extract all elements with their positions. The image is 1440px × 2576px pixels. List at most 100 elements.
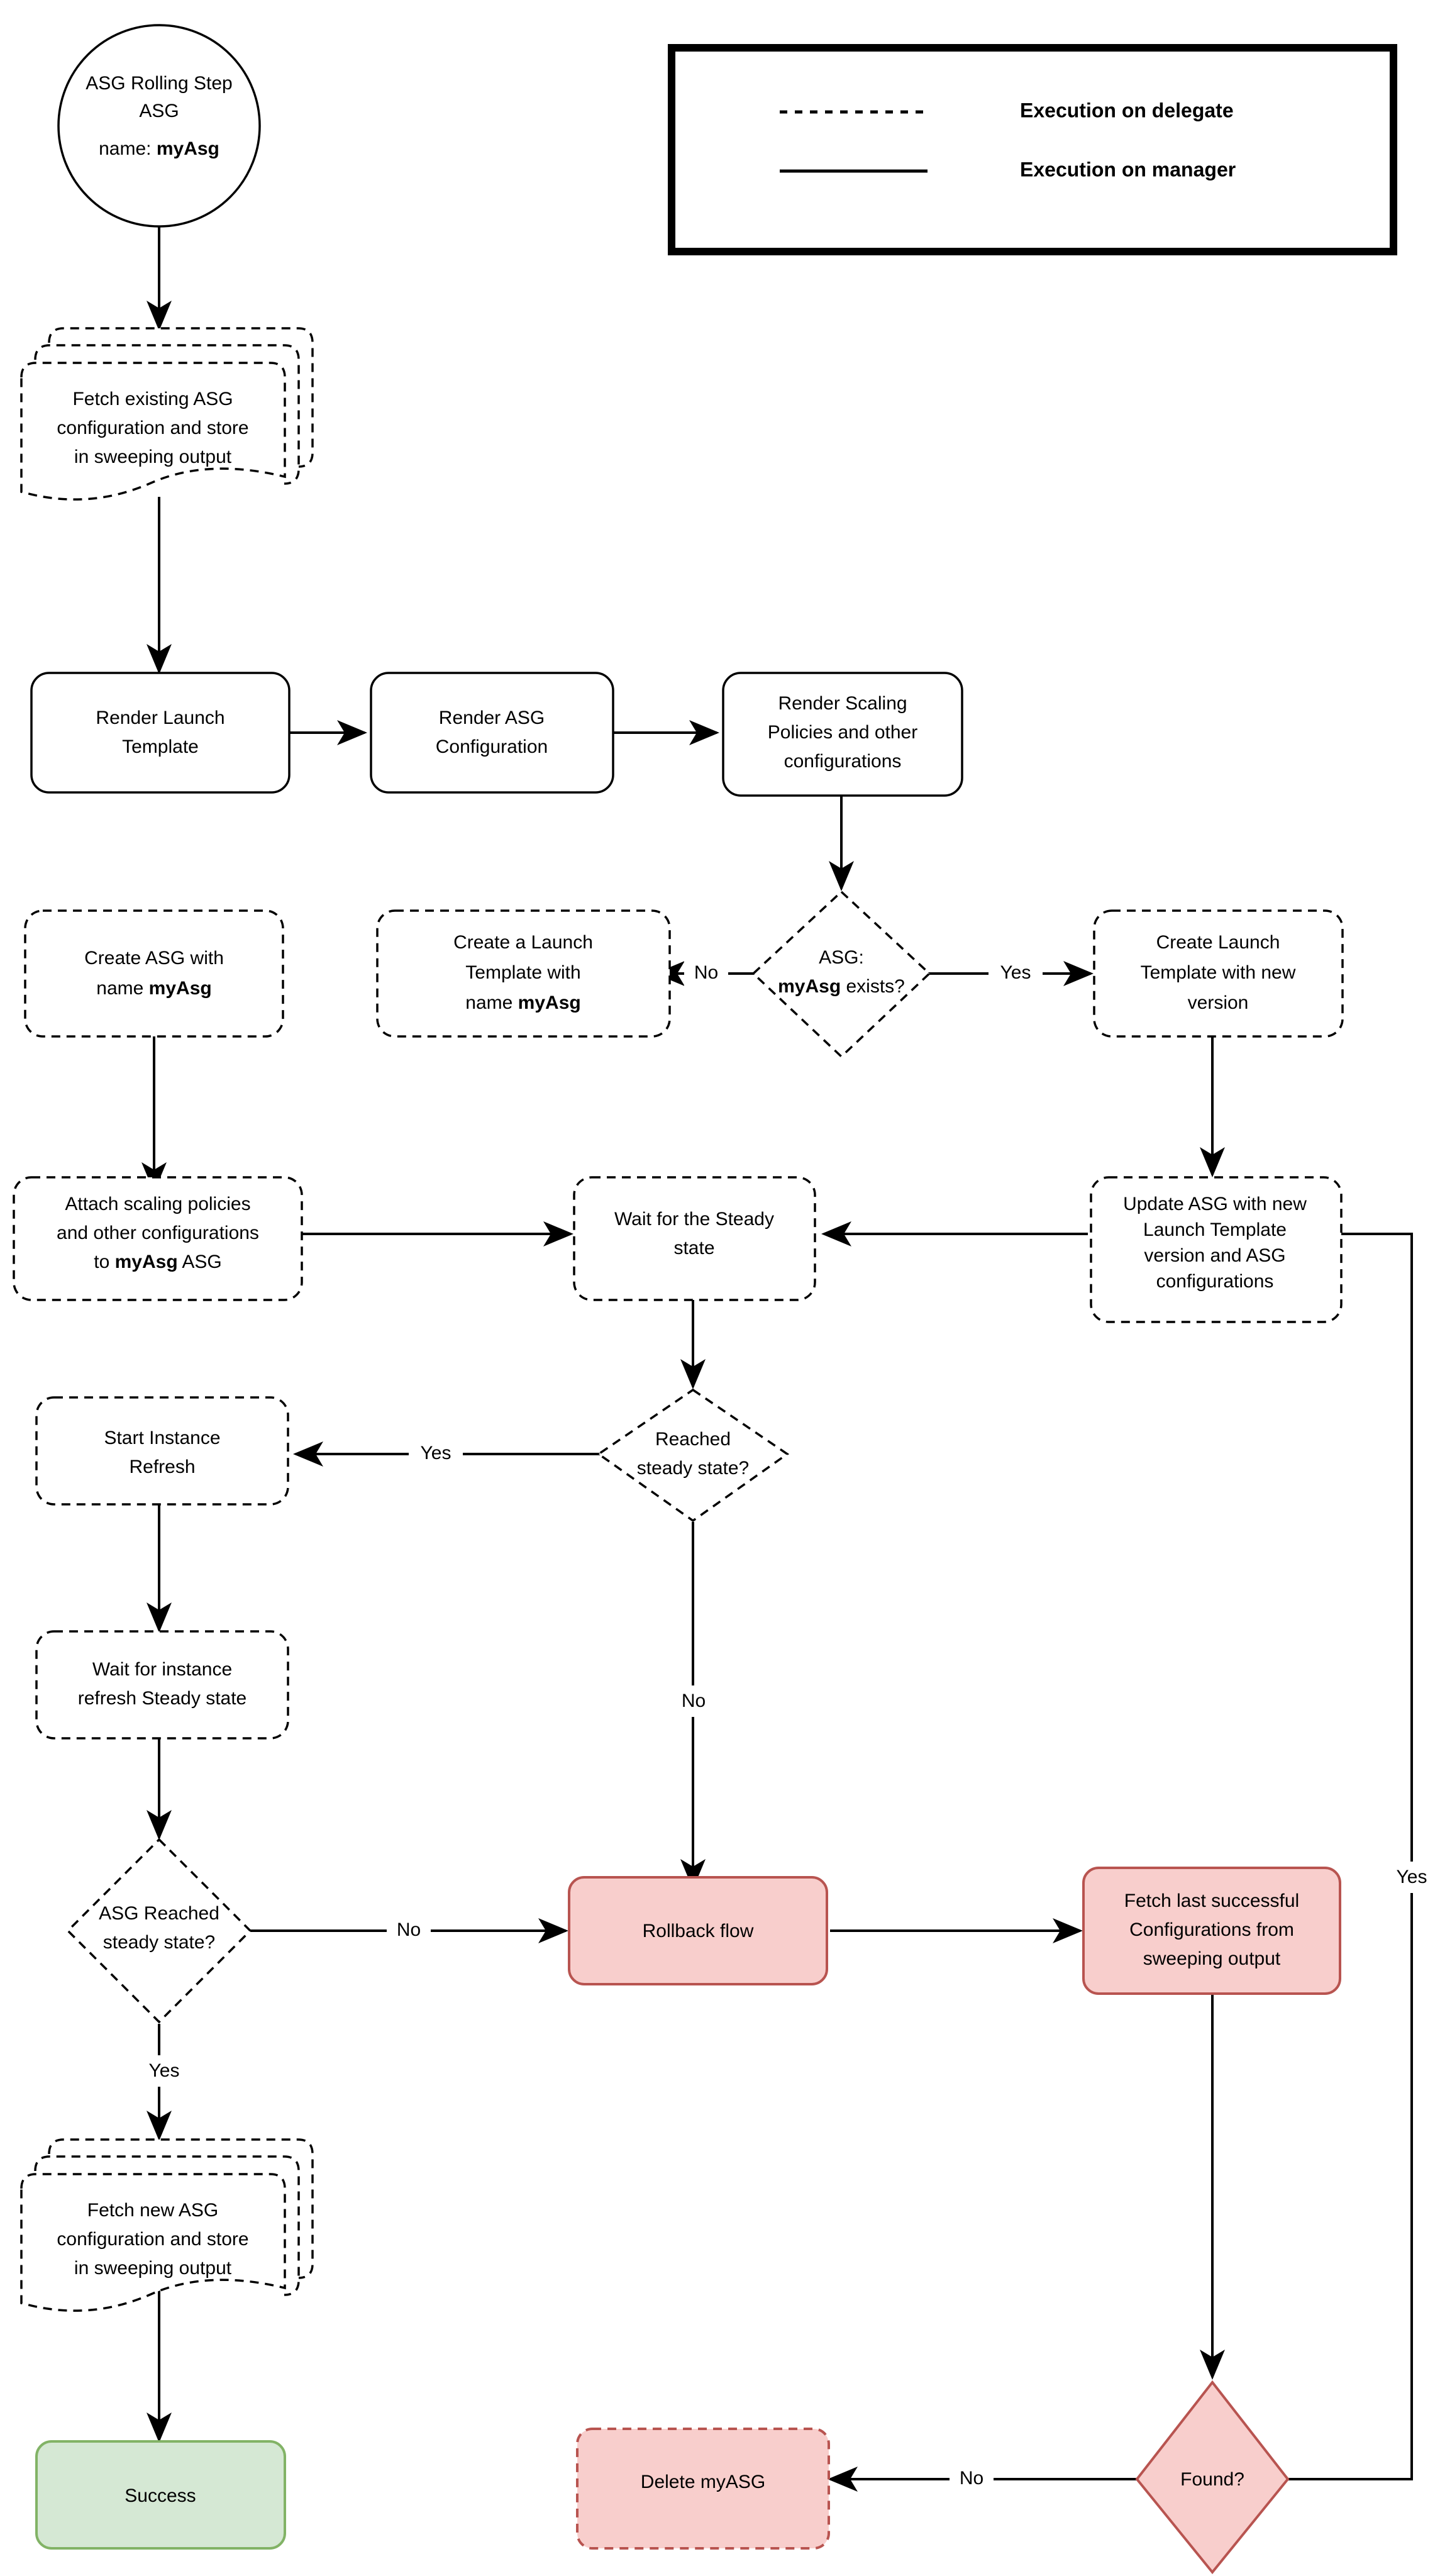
attach-scaling-prefix: to (94, 1252, 114, 1272)
rollback-flow-label: Rollback flow (643, 1921, 754, 1941)
edge-label-asg-reached-no: No (397, 1919, 421, 1940)
node-rollback-flow[interactable]: Rollback flow (568, 1876, 828, 1985)
node-fetch-existing-asg[interactable]: Fetch existing ASG configuration and sto… (20, 327, 314, 501)
start-line1: ASG Rolling Step (86, 73, 232, 94)
decision-asg-reached-diamond (66, 1838, 252, 2024)
start-ellipse (57, 24, 261, 228)
render-asg-configuration-box (370, 672, 614, 794)
node-create-launch-template-new-version[interactable]: Create Launch Template with new version (1093, 909, 1344, 1038)
render-launch-template-line2: Template (122, 736, 199, 757)
update-asg-box (1090, 1176, 1343, 1323)
update-asg-line3: version and ASG (1144, 1245, 1285, 1266)
edge-label-reached-no: No (682, 1690, 706, 1711)
create-launch-template-named-box (376, 909, 671, 1038)
attach-scaling-line2: and other configurations (57, 1223, 259, 1243)
node-render-scaling-policies[interactable]: Render Scaling Policies and other config… (722, 672, 963, 797)
node-decision-asg-exists[interactable]: ASG: myAsg exists? (751, 890, 931, 1058)
node-decision-asg-reached-steady[interactable]: ASG Reached steady state? (66, 1838, 252, 2024)
edge-labels-layer: No Yes Yes No No Yes No Yes (137, 957, 1439, 2494)
legend-border (668, 44, 1397, 255)
legend-label-manager: Execution on manager (1020, 158, 1236, 180)
edge-label-reached-yes: Yes (421, 1443, 451, 1463)
node-decision-reached-steady-state[interactable]: Reached steady state? (596, 1388, 790, 1523)
wait-instance-refresh-box (35, 1630, 289, 1740)
render-asg-configuration-line1: Render ASG (439, 708, 545, 728)
decision-found-diamond (1135, 2380, 1290, 2575)
fetch-last-line2: Configurations from (1129, 1919, 1294, 1940)
start-instance-refresh-line2: Refresh (129, 1457, 195, 1477)
wait-steady-line2: state (673, 1238, 714, 1258)
node-wait-steady-state[interactable]: Wait for the Steady state (573, 1176, 816, 1301)
edges-layer (141, 226, 1413, 2492)
decision-asg-reached-line2: steady state? (103, 1932, 215, 1953)
create-launch-template-named-line3: name myAsg (465, 992, 580, 1013)
wait-steady-line1: Wait for the Steady (614, 1209, 774, 1230)
start-instance-refresh-line1: Start Instance (104, 1428, 220, 1448)
create-lt-new-line1: Create Launch (1156, 932, 1280, 953)
node-create-asg-named[interactable]: Create ASG with name myAsg (24, 909, 284, 1038)
render-scaling-policies-box (722, 672, 963, 797)
create-lt-new-line2: Template with new (1141, 962, 1296, 983)
fetch-last-line1: Fetch last successful (1124, 1890, 1299, 1911)
node-render-asg-configuration[interactable]: Render ASG Configuration (370, 672, 614, 794)
decision-asg-exists-suffix: exists? (841, 976, 905, 997)
node-fetch-new-asg[interactable]: Fetch new ASG configuration and store in… (20, 2138, 314, 2312)
fetch-last-line3: sweeping output (1143, 1948, 1281, 1969)
node-fetch-last-successful[interactable]: Fetch last successful Configurations fro… (1082, 1867, 1341, 1995)
delete-myasg-box (576, 2428, 830, 2550)
attach-scaling-tail: ASG (178, 1252, 222, 1272)
legend-label-delegate: Execution on delegate (1020, 99, 1234, 121)
node-render-launch-template[interactable]: Render Launch Template (30, 672, 291, 794)
fetch-existing-line3: in sweeping output (74, 447, 232, 467)
update-asg-line4: configurations (1156, 1271, 1274, 1292)
fetch-new-line1: Fetch new ASG (87, 2200, 218, 2221)
render-scaling-policies-line3: configurations (784, 751, 902, 772)
create-asg-named-line1: Create ASG with (84, 948, 224, 969)
create-asg-named-box (24, 909, 284, 1038)
update-asg-line1: Update ASG with new (1123, 1194, 1307, 1214)
render-launch-template-box (30, 672, 291, 794)
update-asg-line2: Launch Template (1143, 1219, 1287, 1240)
node-start-instance-refresh[interactable]: Start Instance Refresh (35, 1396, 289, 1506)
attach-scaling-line1: Attach scaling policies (65, 1194, 250, 1214)
node-wait-instance-refresh[interactable]: Wait for instance refresh Steady state (35, 1630, 289, 1740)
fetch-existing-line2: configuration and store (57, 418, 248, 438)
edge-label-asg-reached-yes: Yes (149, 2060, 180, 2081)
node-attach-scaling-policies[interactable]: Attach scaling policies and other config… (13, 1176, 303, 1301)
start-line3: name: myAsg (99, 138, 219, 159)
rollback-flow-box (568, 1876, 828, 1985)
create-launch-template-new-version-box (1093, 909, 1344, 1038)
create-asg-named-value: myAsg (149, 978, 212, 999)
fetch-existing-line1: Fetch existing ASG (72, 389, 233, 409)
edge-label-exists-no: No (694, 962, 718, 983)
render-scaling-policies-line2: Policies and other (768, 722, 917, 743)
decision-reached-line2: steady state? (637, 1458, 749, 1479)
decision-asg-reached-line1: ASG Reached (99, 1903, 219, 1924)
wait-instance-refresh-line1: Wait for instance (92, 1659, 232, 1680)
decision-asg-exists-diamond (751, 890, 931, 1058)
success-label: Success (125, 2485, 196, 2506)
fetch-existing-doc-front (20, 362, 286, 501)
start-name-value: myAsg (157, 138, 219, 159)
wait-instance-refresh-line2: refresh Steady state (78, 1688, 246, 1709)
fetch-new-line3: in sweeping output (74, 2258, 232, 2279)
create-launch-template-named-line2: Template with (465, 962, 580, 983)
edge-label-found-no: No (960, 2468, 983, 2489)
node-success[interactable]: Success (35, 2440, 286, 2550)
node-start[interactable]: ASG Rolling Step ASG name: myAsg (57, 24, 261, 228)
node-delete-myasg[interactable]: Delete myASG (576, 2428, 830, 2550)
delete-myasg-label: Delete myASG (641, 2472, 765, 2492)
legend: Execution on delegate Execution on manag… (668, 44, 1397, 255)
attach-scaling-line3: to myAsg ASG (94, 1252, 221, 1272)
attach-scaling-name: myAsg (115, 1252, 178, 1272)
node-decision-found[interactable]: Found? (1135, 2380, 1290, 2575)
create-asg-named-line2: name myAsg (96, 978, 211, 999)
decision-reached-steady-diamond (596, 1388, 790, 1523)
create-lt-named-value: myAsg (518, 992, 581, 1013)
create-lt-new-line3: version (1188, 992, 1249, 1013)
render-asg-configuration-line2: Configuration (436, 736, 548, 757)
node-create-launch-template-named[interactable]: Create a Launch Template with name myAsg (376, 909, 671, 1038)
node-update-asg[interactable]: Update ASG with new Launch Template vers… (1090, 1176, 1343, 1323)
